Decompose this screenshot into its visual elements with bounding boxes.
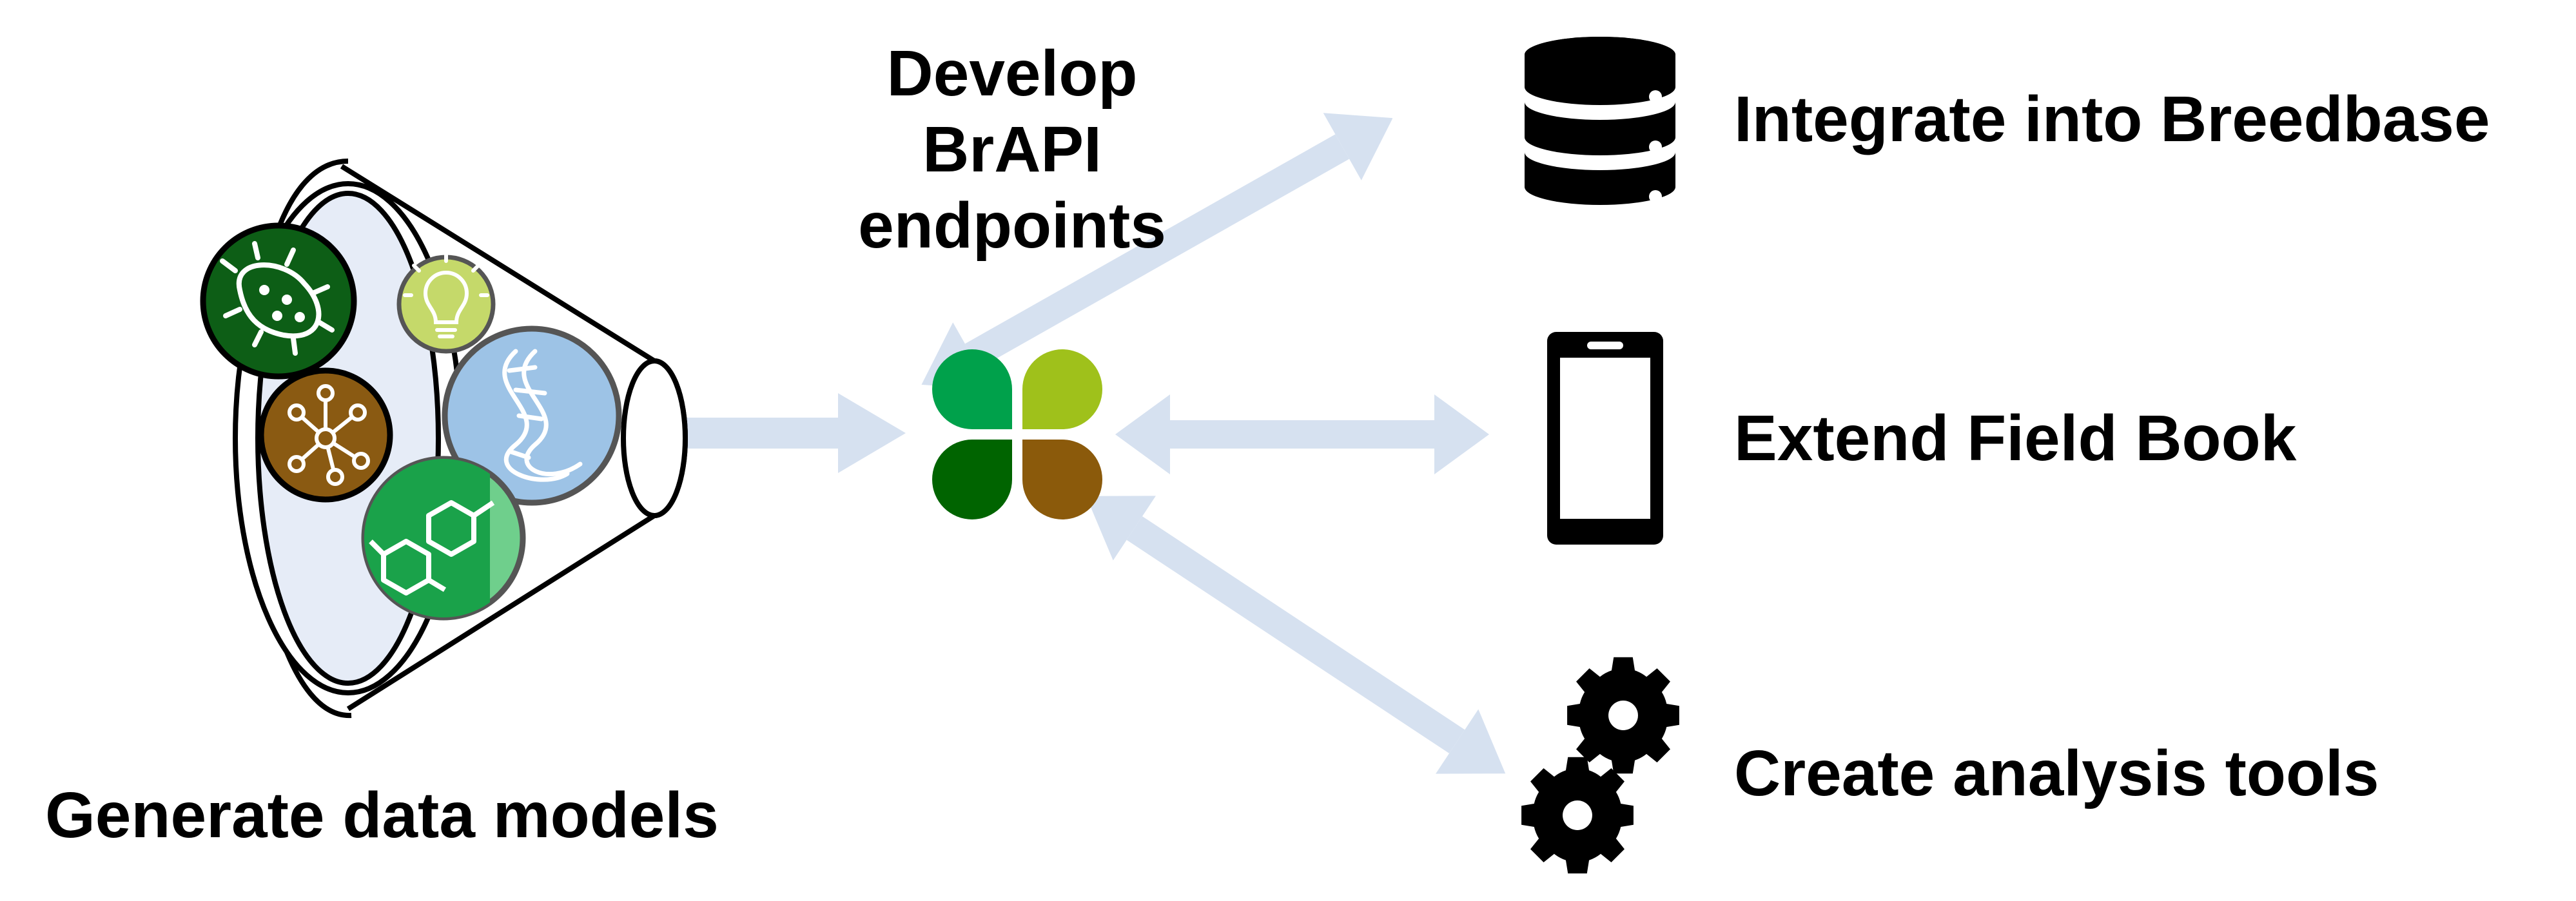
develop-brapi-label: Develop BrAPI endpoints: [858, 37, 1166, 262]
bacteria-icon: [200, 222, 357, 380]
dna-icon: [442, 325, 622, 506]
arrow-brapi-fieldbook: [1115, 394, 1489, 474]
network-icon: [258, 367, 393, 503]
phone-icon: [1547, 332, 1663, 545]
lightbulb-icon: [396, 253, 496, 354]
integrate-breedbase-label: Integrate into Breedbase: [1734, 83, 2490, 155]
arrow-brapi-analysis: [1086, 496, 1506, 774]
database-icon: [1525, 37, 1675, 205]
create-analysis-tools-label: Create analysis tools: [1734, 737, 2379, 809]
brapi-clover-logo: [932, 349, 1102, 519]
gears-icon: [1521, 657, 1679, 874]
molecule-icon: [361, 456, 526, 621]
arrow-funnel-to-brapi: [683, 393, 906, 473]
generate-data-models-label: Generate data models: [45, 779, 719, 851]
extend-field-book-label: Extend Field Book: [1734, 402, 2297, 474]
